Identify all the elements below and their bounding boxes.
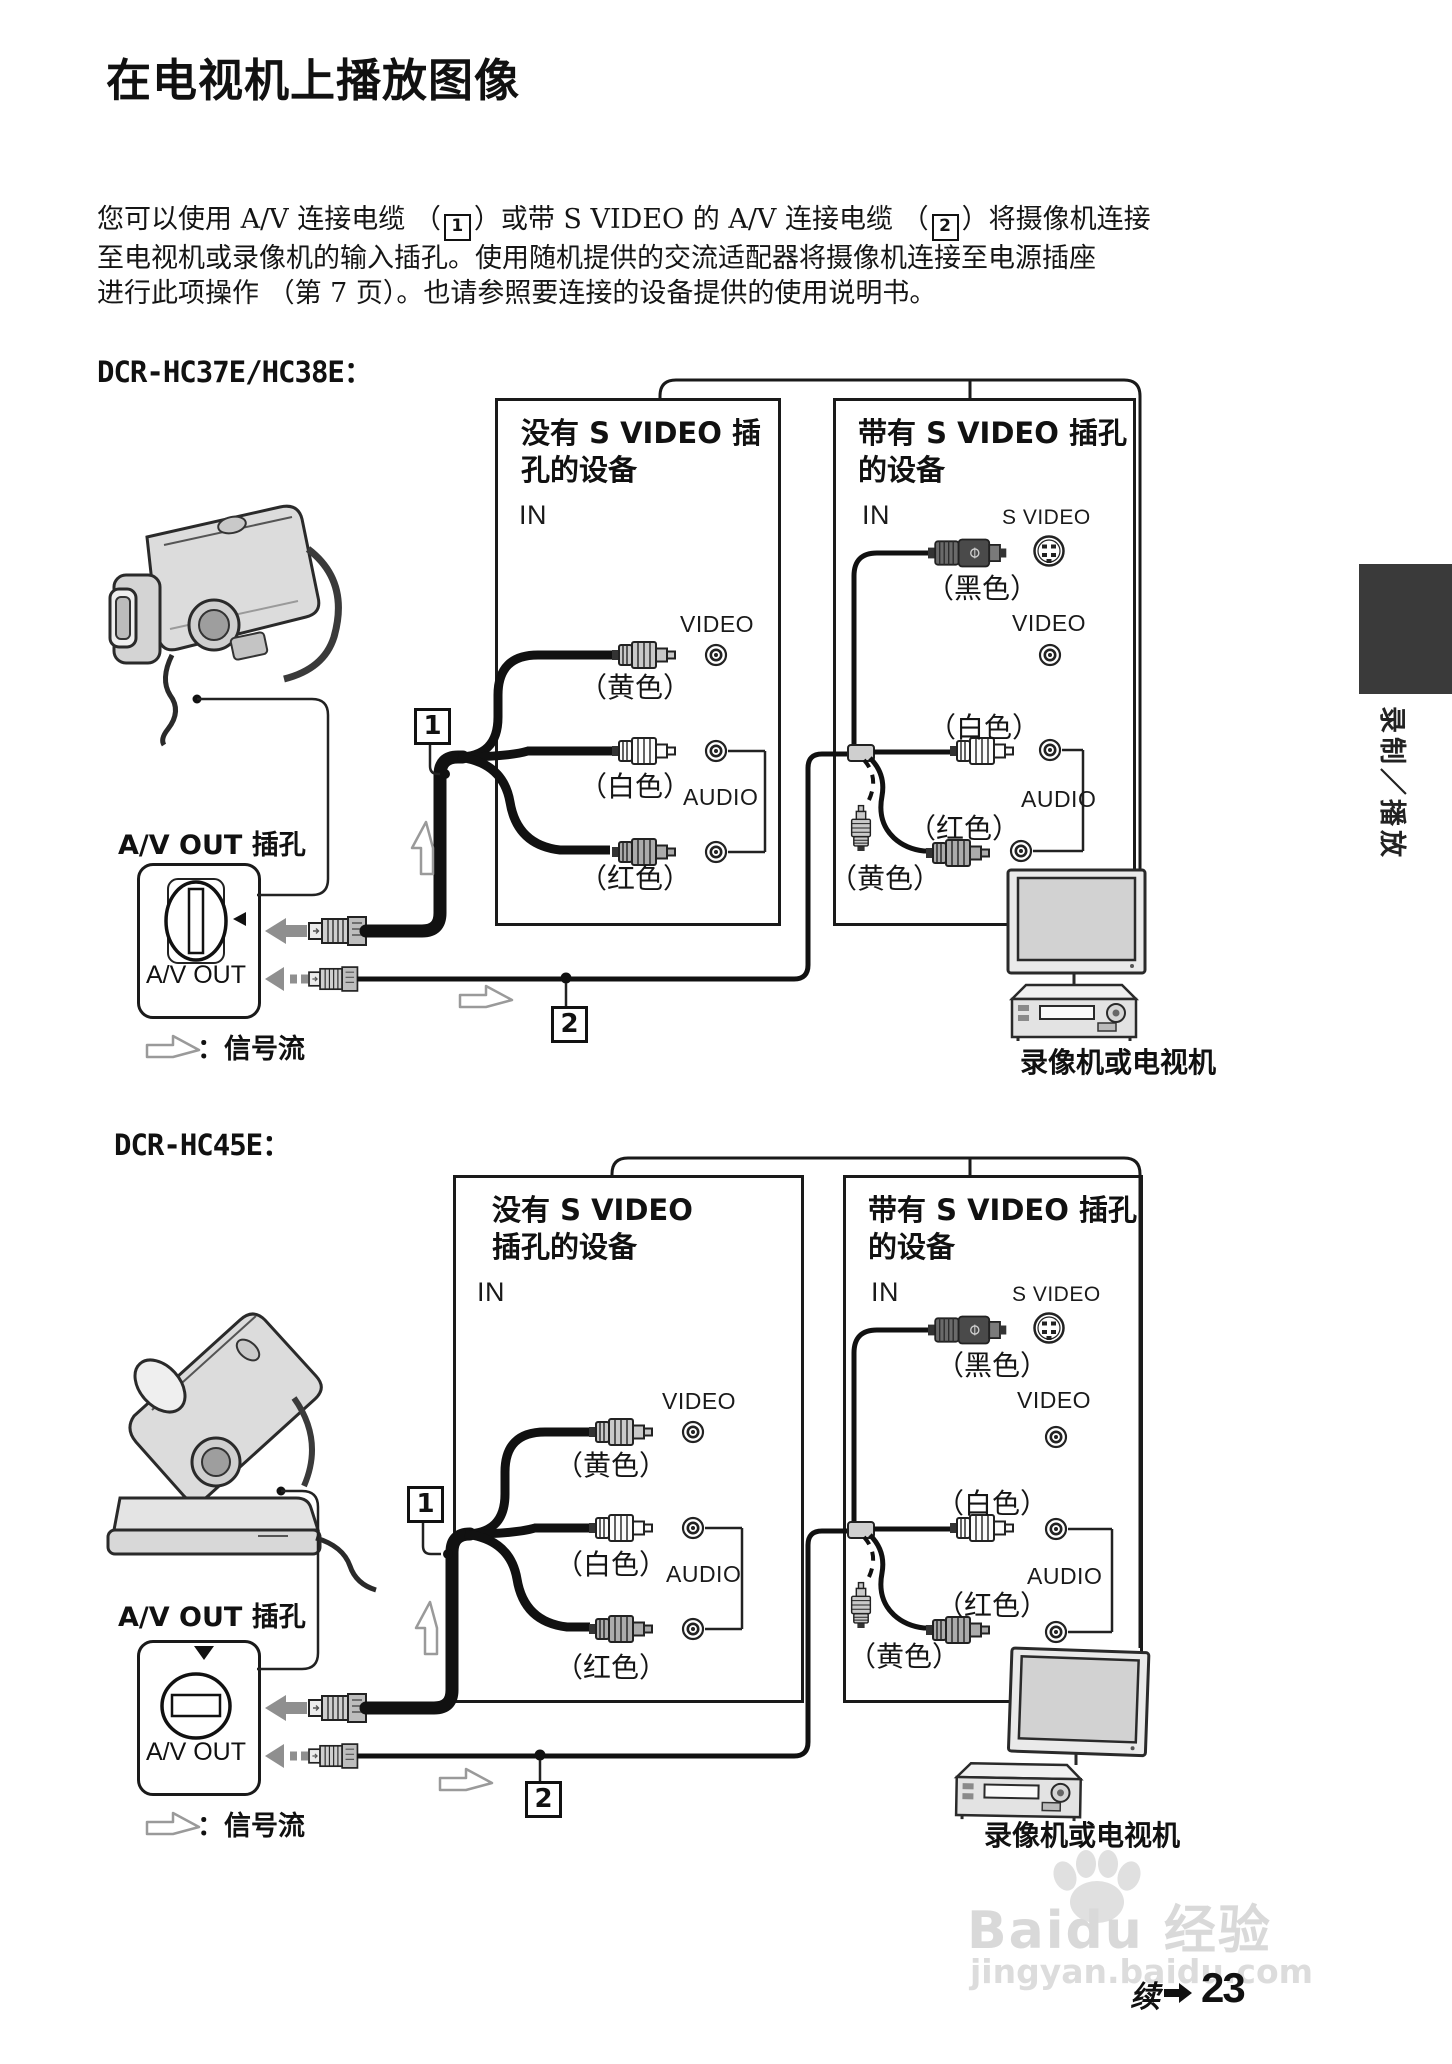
page-title: 在电视机上播放图像 — [106, 54, 521, 107]
d1-right-video-label: VIDEO — [1012, 610, 1087, 636]
d2-mini-plug-1-icon — [308, 1693, 367, 1723]
d2-right-video-label: VIDEO — [1017, 1387, 1092, 1413]
d1-right-in-label: IN — [862, 500, 890, 530]
d1-device-label: 录像机或电视机 — [1020, 1046, 1217, 1079]
d2-red2-label: （红色） — [936, 1589, 1049, 1622]
intro-paragraph: 您可以使用 A/V 连接电缆 （1）或带 S VIDEO 的 A/V 连接电缆 … — [97, 202, 1151, 311]
d2-av-jack-label: A/V OUT 插孔 — [118, 1602, 306, 1633]
d2-yellow2-label: （黄色） — [848, 1640, 961, 1673]
intro-line-3: 进行此项操作 （第 7 页）。也请参照要连接的设备提供的使用说明书。 — [97, 278, 937, 309]
d2-gray-arrow-2-icon — [265, 1744, 308, 1768]
d1-legend-label: ：信号流 — [197, 1034, 305, 1065]
d2-mini-plug-2-icon — [308, 1743, 359, 1769]
d2-right-in-label: IN — [871, 1277, 899, 1307]
d1-model-heading: DCR-HC37E/HC38E： — [97, 355, 373, 389]
section-tab-label: 录制／播放 — [1376, 706, 1407, 861]
d1-yellow2-label: （黄色） — [829, 862, 942, 895]
d1-left-in-label: IN — [519, 500, 547, 530]
intro-line-1: 您可以使用 A/V 连接电缆 （1）或带 S VIDEO 的 A/V 连接电缆 … — [97, 202, 1151, 241]
d1-av-port-label: A/V OUT — [145, 961, 246, 989]
d1-mini-plug-2-icon — [308, 966, 359, 992]
d1-flow-arrow-up-icon — [410, 820, 435, 876]
d2-white2-label: （白色） — [936, 1487, 1049, 1520]
camcorder-illustration-2 — [106, 1312, 377, 1593]
d2-svideo-label: S VIDEO — [1012, 1283, 1101, 1306]
continue-label: 续 — [1130, 1980, 1160, 2015]
watermark-url: jingyan.baidu.com — [970, 1952, 1314, 1991]
cable-2-marker-inline: 2 — [931, 214, 959, 241]
d2-model-heading: DCR-HC45E： — [114, 1128, 291, 1162]
d1-gray-arrow-1-icon — [265, 918, 307, 944]
d1-yellow-label: （黄色） — [579, 671, 692, 704]
d2-av-out-port-box — [137, 1640, 261, 1796]
d2-left-in-label: IN — [477, 1277, 505, 1307]
d2-flow-arrow-up-icon — [414, 1600, 439, 1656]
d1-left-box-title-1: 没有 S VIDEO 插 — [521, 416, 761, 450]
d2-yellow-label: （黄色） — [555, 1449, 668, 1482]
page-number: 23 — [1201, 1964, 1246, 2011]
d1-left-audio-label: AUDIO — [683, 784, 759, 810]
d2-white-label: （白色） — [555, 1548, 668, 1581]
d1-black-label: （黑色） — [926, 572, 1039, 605]
d1-white2-label: （白色） — [928, 711, 1041, 744]
d2-av-port-label: A/V OUT — [145, 1738, 246, 1766]
d1-legend-arrow-icon — [145, 1034, 201, 1059]
d1-cable-1 — [359, 750, 470, 938]
d2-port-callout-line — [257, 1489, 320, 1671]
d2-cable-1-marker: 1 — [407, 1486, 444, 1523]
d2-left-audio-label: AUDIO — [666, 1561, 742, 1587]
d2-left-box-title-2: 插孔的设备 — [492, 1230, 638, 1264]
d1-white-label: （白色） — [579, 770, 692, 803]
d2-right-box-title-2: 的设备 — [868, 1230, 956, 1264]
d1-gray-arrow-2-icon — [265, 967, 308, 991]
d2-black-label: （黑色） — [936, 1349, 1049, 1382]
section-tab — [1359, 564, 1452, 694]
d2-gray-arrow-1-icon — [265, 1695, 307, 1721]
d1-av-jack-label: A/V OUT 插孔 — [118, 830, 306, 861]
d2-left-box-title-1: 没有 S VIDEO — [492, 1193, 693, 1227]
intro-line-2: 至电视机或录像机的输入插孔。使用随机提供的交流适配器将摄像机连接至电源插座 — [97, 243, 1096, 274]
d1-cable-2-marker: 2 — [551, 1006, 588, 1043]
d1-flow-arrow-right-icon — [458, 984, 514, 1009]
d2-device-label: 录像机或电视机 — [984, 1819, 1181, 1852]
d2-left-video-label: VIDEO — [662, 1388, 737, 1414]
d2-red-label: （红色） — [555, 1651, 668, 1684]
d1-right-audio-label: AUDIO — [1021, 786, 1097, 812]
cable-1-marker-inline: 1 — [443, 214, 471, 241]
d2-vcr-icon — [954, 1761, 1083, 1823]
d1-red2-label: （红色） — [908, 812, 1021, 845]
d1-right-box-title-1: 带有 S VIDEO 插孔 — [858, 416, 1127, 450]
d1-right-box-title-2: 的设备 — [858, 453, 946, 487]
camcorder-illustration-1 — [108, 504, 342, 747]
d2-cable-2-marker: 2 — [525, 1781, 562, 1818]
d2-right-box-title-1: 带有 S VIDEO 插孔 — [868, 1193, 1137, 1227]
d2-flow-arrow-right-icon — [438, 1767, 494, 1792]
d1-mini-plug-1-icon — [308, 916, 367, 946]
d2-right-audio-label: AUDIO — [1027, 1563, 1103, 1589]
d1-av-out-port-box — [137, 863, 261, 1019]
d1-left-box-title-2: 孔的设备 — [521, 453, 638, 487]
d1-cable-1-marker: 1 — [414, 708, 451, 745]
d2-legend-label: ：信号流 — [197, 1811, 305, 1842]
d1-red-label: （红色） — [579, 862, 692, 895]
d1-svideo-label: S VIDEO — [1002, 506, 1091, 529]
d1-vcr-icon — [1010, 983, 1138, 1043]
d2-legend-arrow-icon — [145, 1811, 201, 1836]
watermark-title: Baidu 经验 — [967, 1901, 1272, 1961]
d1-left-video-label: VIDEO — [680, 611, 755, 637]
